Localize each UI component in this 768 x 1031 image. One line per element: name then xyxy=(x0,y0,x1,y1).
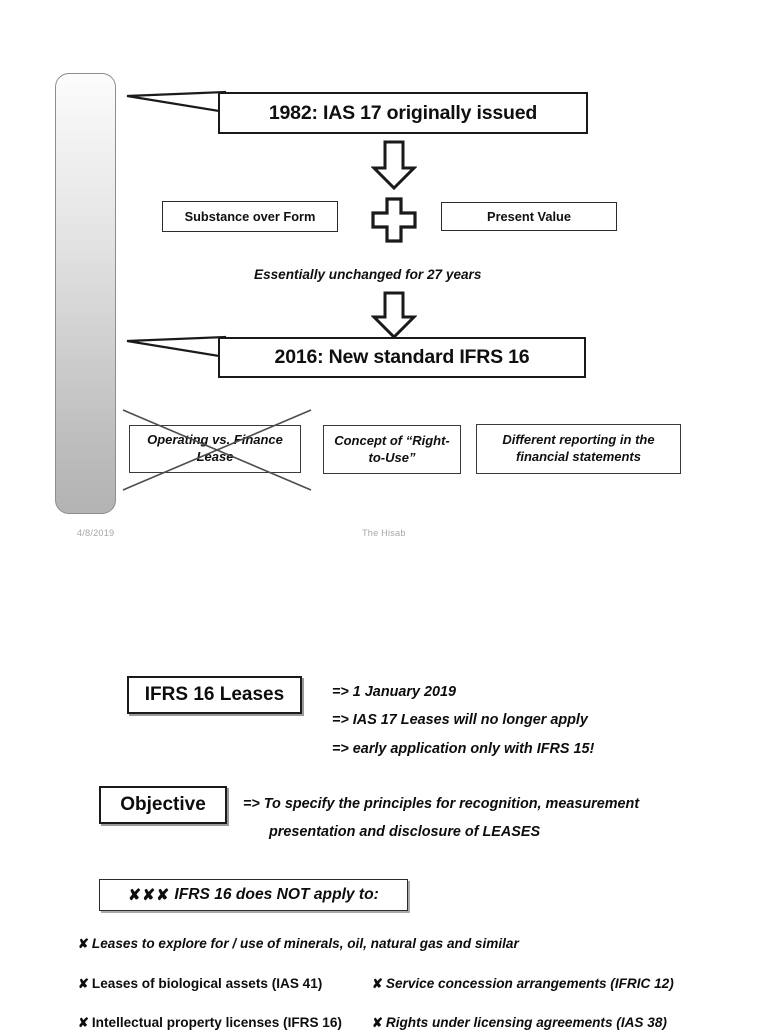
note-early-application: => early application only with IFRS 15! xyxy=(332,741,595,757)
x-mark-icon: ✘ xyxy=(78,936,90,951)
note-ias17-superseded: => IAS 17 Leases will no longer apply xyxy=(332,712,588,728)
caption-essentially-unchanged: Essentially unchanged for 27 years xyxy=(254,267,482,282)
exclusion-item: ✘Leases to explore for / use of minerals… xyxy=(78,936,519,952)
callout-tail-2016 xyxy=(126,335,227,359)
concept-different-reporting: Different reporting in the financial sta… xyxy=(476,424,681,474)
note-objective-line-1: => To specify the principles for recogni… xyxy=(243,796,640,812)
exclusion-label: Intellectual property licenses (IFRS 16) xyxy=(91,1015,342,1030)
concept-right-to-use: Concept of “Right-to-Use” xyxy=(323,425,461,474)
does-not-apply-label: IFRS 16 does NOT apply to: xyxy=(174,886,379,903)
exclusion-label: Leases of biological assets (IAS 41) xyxy=(91,976,323,991)
slide-footer-date: 4/8/2019 xyxy=(77,528,115,538)
x-mark-icon: ✘ xyxy=(372,1015,384,1030)
pillar-present-value: Present Value xyxy=(441,202,617,231)
concept-operating-vs-finance-lease: Operating vs. Finance Lease xyxy=(129,425,301,473)
x-mark-icon: ✘ xyxy=(372,976,384,991)
exclusion-item: ✘Service concession arrangements (IFRIC … xyxy=(372,976,674,992)
heading-ifrs-16-leases: IFRS 16 Leases xyxy=(127,676,302,714)
heading-does-not-apply-to: ✘✘✘ IFRS 16 does NOT apply to: xyxy=(99,879,408,911)
exclusion-label: Leases to explore for / use of minerals,… xyxy=(91,936,519,951)
x-mark-icon: ✘ xyxy=(78,1015,90,1030)
x-mark-icon: ✘✘✘ xyxy=(128,886,171,904)
callout-1982-ias17: 1982: IAS 17 originally issued xyxy=(218,92,588,134)
down-arrow-icon xyxy=(371,291,417,339)
slide-footer-brand: The Hisab xyxy=(362,528,406,538)
note-effective-date: => 1 January 2019 xyxy=(332,684,457,700)
exclusion-item: ✘Rights under licensing agreements (IAS … xyxy=(372,1015,667,1031)
note-objective-line-2: presentation and disclosure of LEASES xyxy=(269,824,541,840)
plus-icon xyxy=(371,197,417,243)
pillar-substance-over-form: Substance over Form xyxy=(162,201,338,232)
exclusion-label: Service concession arrangements (IFRIC 1… xyxy=(385,976,674,991)
x-mark-icon: ✘ xyxy=(78,976,90,991)
exclusion-item: ✘Leases of biological assets (IAS 41) xyxy=(78,976,322,992)
callout-tail-1982 xyxy=(126,90,227,114)
exclusion-item: ✘Intellectual property licenses (IFRS 16… xyxy=(78,1015,342,1031)
timeline-gradient-bar xyxy=(55,73,116,514)
slide-ifrs16-scope: IFRS 16 Leases => 1 January 2019 => IAS … xyxy=(0,560,768,1030)
callout-2016-ifrs16: 2016: New standard IFRS 16 xyxy=(218,337,586,378)
exclusion-label: Rights under licensing agreements (IAS 3… xyxy=(385,1015,667,1030)
heading-objective: Objective xyxy=(99,786,227,824)
down-arrow-icon xyxy=(371,140,417,190)
slide-ias17-timeline: 1982: IAS 17 originally issued Substance… xyxy=(55,73,681,538)
